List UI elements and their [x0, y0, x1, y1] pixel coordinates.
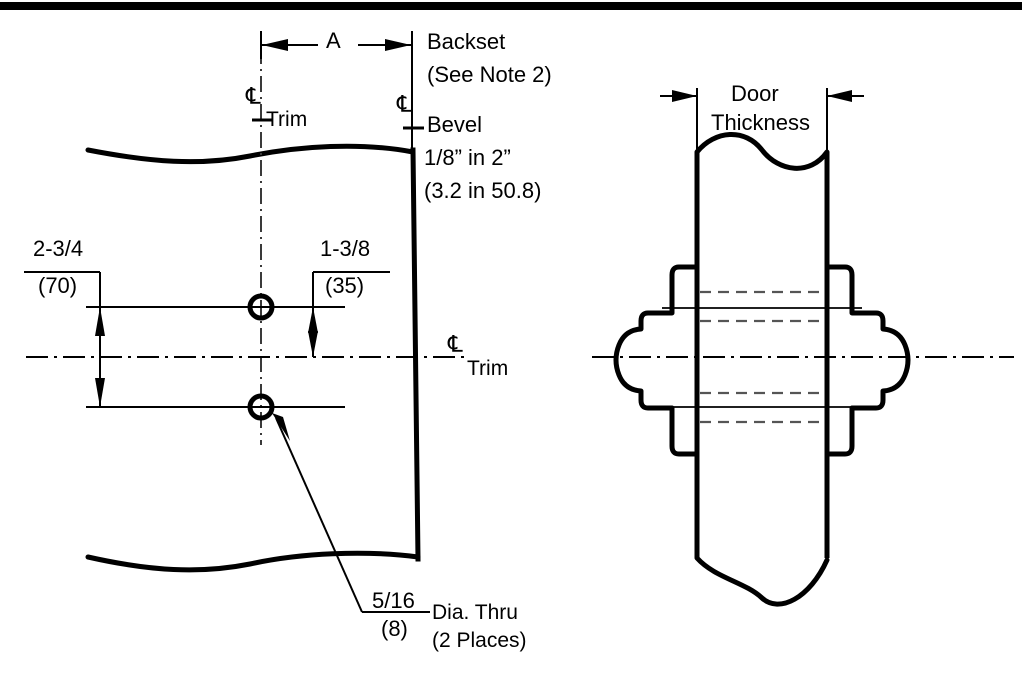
dim-70-label: (70): [38, 273, 78, 298]
dim-35-label: (35): [325, 273, 365, 298]
hole-dia-label: 5/16: [372, 588, 415, 613]
hole-places-label: (2 Places): [432, 629, 527, 652]
hole-dia-metric-label: (8): [381, 616, 408, 641]
trim-profile-left: [613, 264, 697, 457]
centerline-symbol-trim-left: ℄: [246, 84, 261, 109]
bevel-metric-label: (3.2 in 50.8): [424, 178, 542, 203]
trim-label-right: Trim: [467, 357, 509, 380]
door-section-top-break: [694, 132, 830, 171]
backset-label: Backset: [427, 29, 506, 54]
dim-1-38-arrow-bottom: [308, 331, 318, 357]
dim-2-34-arrow-top: [95, 307, 105, 336]
dim-1-38-arrow-top: [308, 307, 318, 333]
top-border-bar: [0, 2, 1022, 10]
hole-callout-arrowhead: [272, 413, 290, 441]
door-bevel-edge: [410, 147, 421, 562]
trim-label-left: Trim: [266, 108, 308, 131]
hole-note-label: Dia. Thru: [432, 601, 518, 624]
backset-note-label: (See Note 2): [427, 62, 552, 87]
door-top-break-line: [85, 143, 416, 165]
door-thickness-label-line1: Door: [731, 81, 779, 106]
door-section-bottom-break: [694, 555, 830, 607]
dim-a-arrow-left: [262, 39, 288, 51]
centerline-symbol-bevel: ℄: [397, 92, 412, 117]
dim-2-34-arrow-bottom: [95, 378, 105, 407]
dim-1-38-label: 1-3/8: [320, 236, 371, 261]
centerline-symbol-trim-right: ℄: [448, 332, 463, 357]
hole-callout-leader: [275, 417, 363, 613]
bevel-label: Bevel: [427, 112, 483, 137]
dim-2-34-label: 2-3/4: [33, 236, 84, 261]
door-thickness-arrow-right: [827, 90, 852, 102]
bevel-ratio-label: 1/8” in 2”: [424, 145, 511, 170]
door-thickness-arrow-left: [672, 90, 697, 102]
trim-profile-right: [827, 264, 911, 457]
door-thickness-label-line2: Thickness: [711, 110, 811, 135]
door-bottom-break-line: [85, 550, 421, 573]
dim-a-label: A: [326, 28, 341, 53]
dim-a-arrow-right: [385, 39, 411, 51]
